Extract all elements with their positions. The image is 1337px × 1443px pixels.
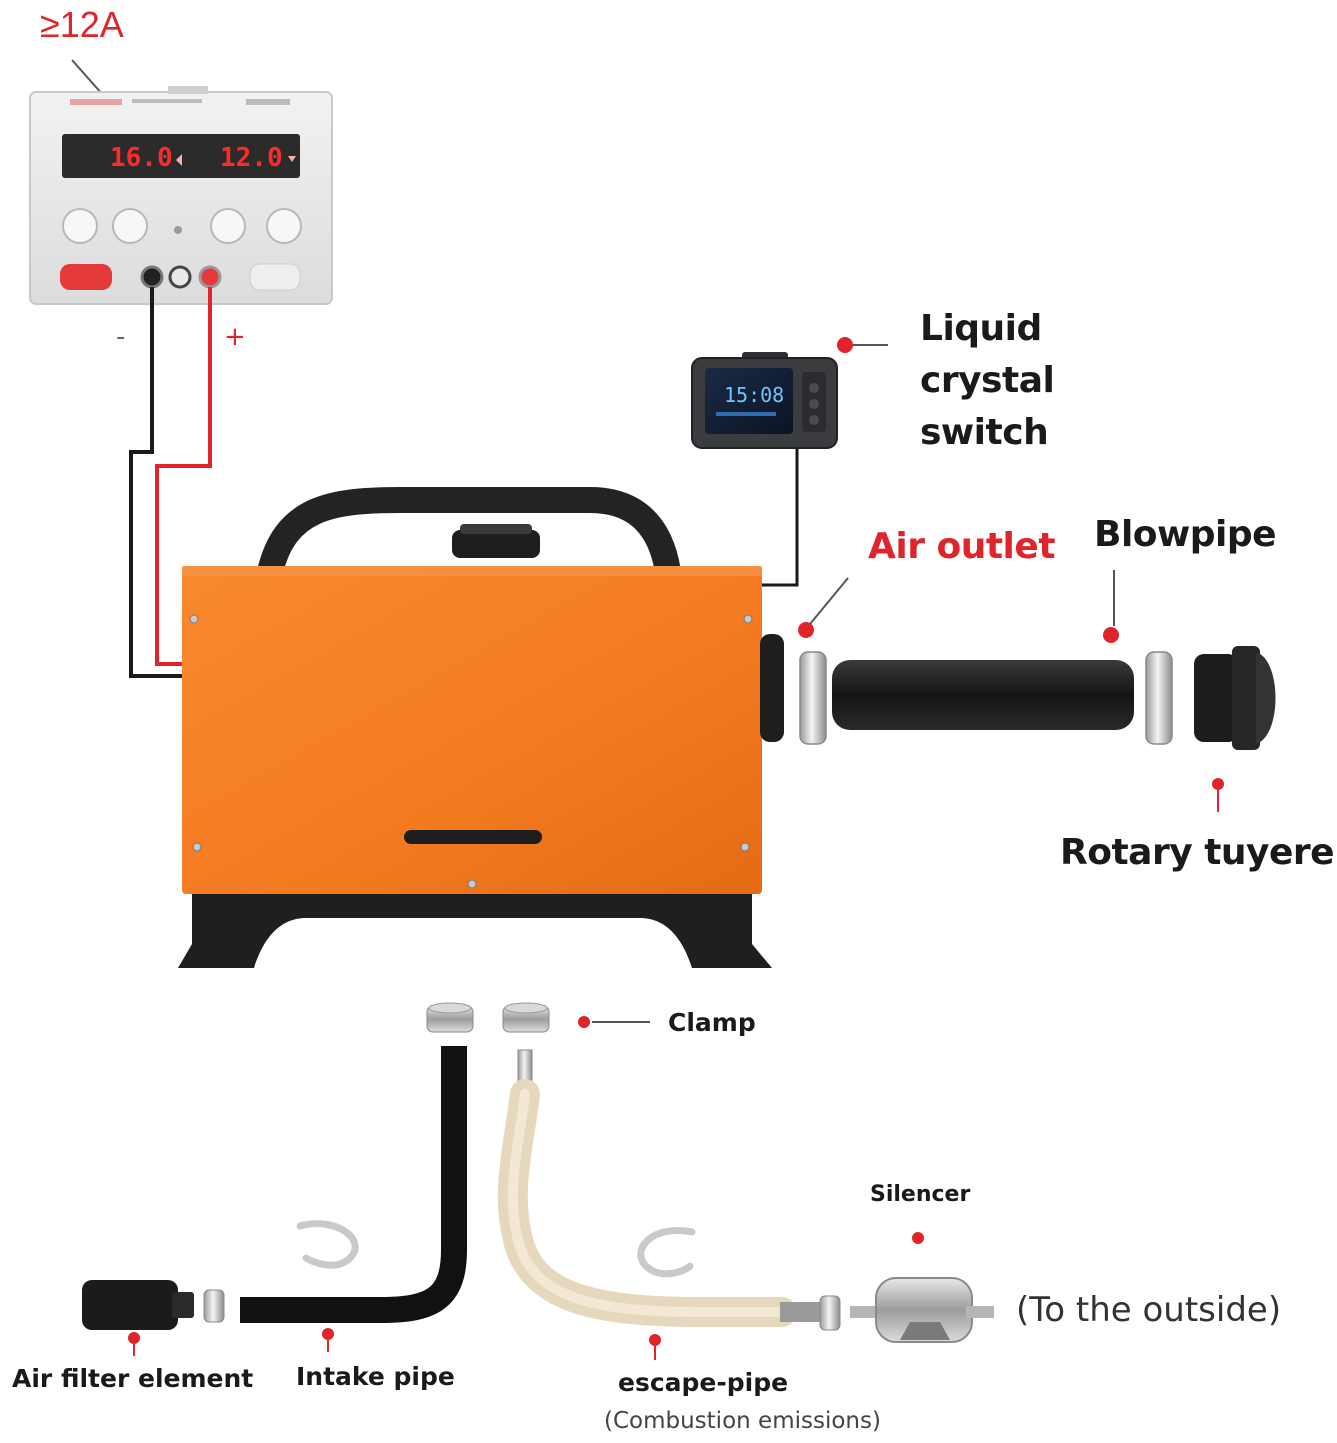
lcd-switch-label-line2: crystal: [920, 360, 1055, 401]
negative-terminal[interactable]: [140, 265, 164, 289]
display-indicator-right: [288, 156, 296, 162]
heater-unit: [178, 487, 784, 968]
voltage-fine-knob[interactable]: [112, 208, 148, 244]
air-filter-marker-dot: [128, 1332, 140, 1344]
screw-bottom-center: [467, 879, 477, 889]
combustion-emissions-label: (Combustion emissions): [604, 1408, 881, 1434]
air-outlet-leader-line: [809, 577, 849, 625]
negative-terminal-label: -: [116, 322, 126, 352]
escape-pipe-label: escape-pipe: [618, 1368, 789, 1397]
lcd-switch-label-line1: Liquid: [920, 308, 1042, 349]
model-number-strip: [246, 99, 290, 105]
heater-carry-handle: [257, 487, 681, 585]
controller-button-up[interactable]: [809, 383, 819, 393]
power-supply: 16.0 12.0: [29, 59, 333, 305]
escape-pipe: [497, 1079, 797, 1327]
screw-top-right: [743, 614, 753, 624]
screw-top-left: [189, 614, 199, 624]
screw-bottom-right: [740, 842, 750, 852]
current-requirement-label: ≥12A: [40, 4, 124, 45]
to-outside-label: (To the outside): [1016, 1290, 1282, 1330]
model-text-strip: [132, 99, 202, 103]
clamp-marker-dot: [578, 1016, 590, 1028]
escape-pipe-clip: [637, 1227, 696, 1278]
intake-pipe-label: Intake pipe: [296, 1362, 455, 1391]
air-filter-label: Air filter element: [12, 1364, 254, 1393]
lcd-controller[interactable]: 15:08: [691, 352, 838, 449]
voltage-coarse-knob[interactable]: [62, 208, 98, 244]
negative-wire: [129, 287, 185, 678]
air-outlet-port: [760, 634, 784, 742]
display-indicator-left: [176, 154, 182, 166]
fuel-cap: [452, 530, 540, 558]
rotary-tuyere: [1194, 646, 1276, 750]
led-indicator: [174, 226, 182, 234]
blowpipe-clamp: [1145, 651, 1173, 745]
controller-time-readout: 15:08: [724, 383, 784, 407]
power-supply-handle: [168, 86, 208, 94]
blowpipe-marker-dot: [1103, 627, 1119, 643]
positive-terminal[interactable]: [198, 265, 222, 289]
heater-vent-slot: [404, 830, 542, 844]
brand-logo: [70, 99, 122, 105]
escape-pipe-threaded-end: [780, 1302, 820, 1322]
air-filter-element: [82, 1280, 225, 1330]
rotary-tuyere-marker-dot: [1212, 778, 1224, 790]
screw-bottom-left: [192, 842, 202, 852]
rotary-tuyere-label: Rotary tuyere: [1060, 832, 1335, 873]
ground-terminal[interactable]: [168, 265, 192, 289]
clamp-label: Clamp: [668, 1008, 756, 1037]
positive-terminal-label: +: [224, 322, 246, 352]
heater-body: [182, 566, 762, 894]
power-switch-button[interactable]: [60, 264, 112, 290]
intake-pipe-marker-dot: [322, 1328, 334, 1340]
escape-pipe-clamp: [819, 1295, 841, 1331]
air-outlet-label: Air outlet: [868, 526, 1056, 567]
lcd-switch-label-line3: switch: [920, 412, 1049, 453]
outlet-clamp: [799, 651, 827, 745]
intake-pipe-clip: [296, 1220, 359, 1269]
silencer: [850, 1277, 994, 1343]
controller-button-ok[interactable]: [809, 399, 819, 409]
heater-base-feet: [178, 894, 772, 968]
intake-pipe: [240, 1046, 467, 1323]
intake-clamp: [426, 1002, 474, 1033]
controller-screen: [705, 368, 793, 434]
current-coarse-knob[interactable]: [210, 208, 246, 244]
controller-marker-dot: [837, 337, 853, 353]
blowpipe-hose: [832, 660, 1134, 730]
positive-wire: [155, 287, 212, 666]
silencer-label: Silencer: [870, 1182, 971, 1207]
output-switch-button[interactable]: [249, 263, 301, 291]
current-fine-knob[interactable]: [266, 208, 302, 244]
display-right-readout: 12.0: [220, 143, 283, 173]
escape-pipe-marker-dot: [649, 1334, 661, 1346]
silencer-marker-dot: [912, 1232, 924, 1244]
display-left-readout: 16.0: [110, 143, 173, 173]
exhaust-clamp: [502, 1002, 550, 1033]
air-outlet-marker-dot: [798, 622, 814, 638]
screen-status-bar: [716, 412, 776, 416]
controller-button-down[interactable]: [809, 415, 819, 425]
blowpipe-label: Blowpipe: [1094, 514, 1277, 555]
controller-cable: [762, 446, 799, 587]
